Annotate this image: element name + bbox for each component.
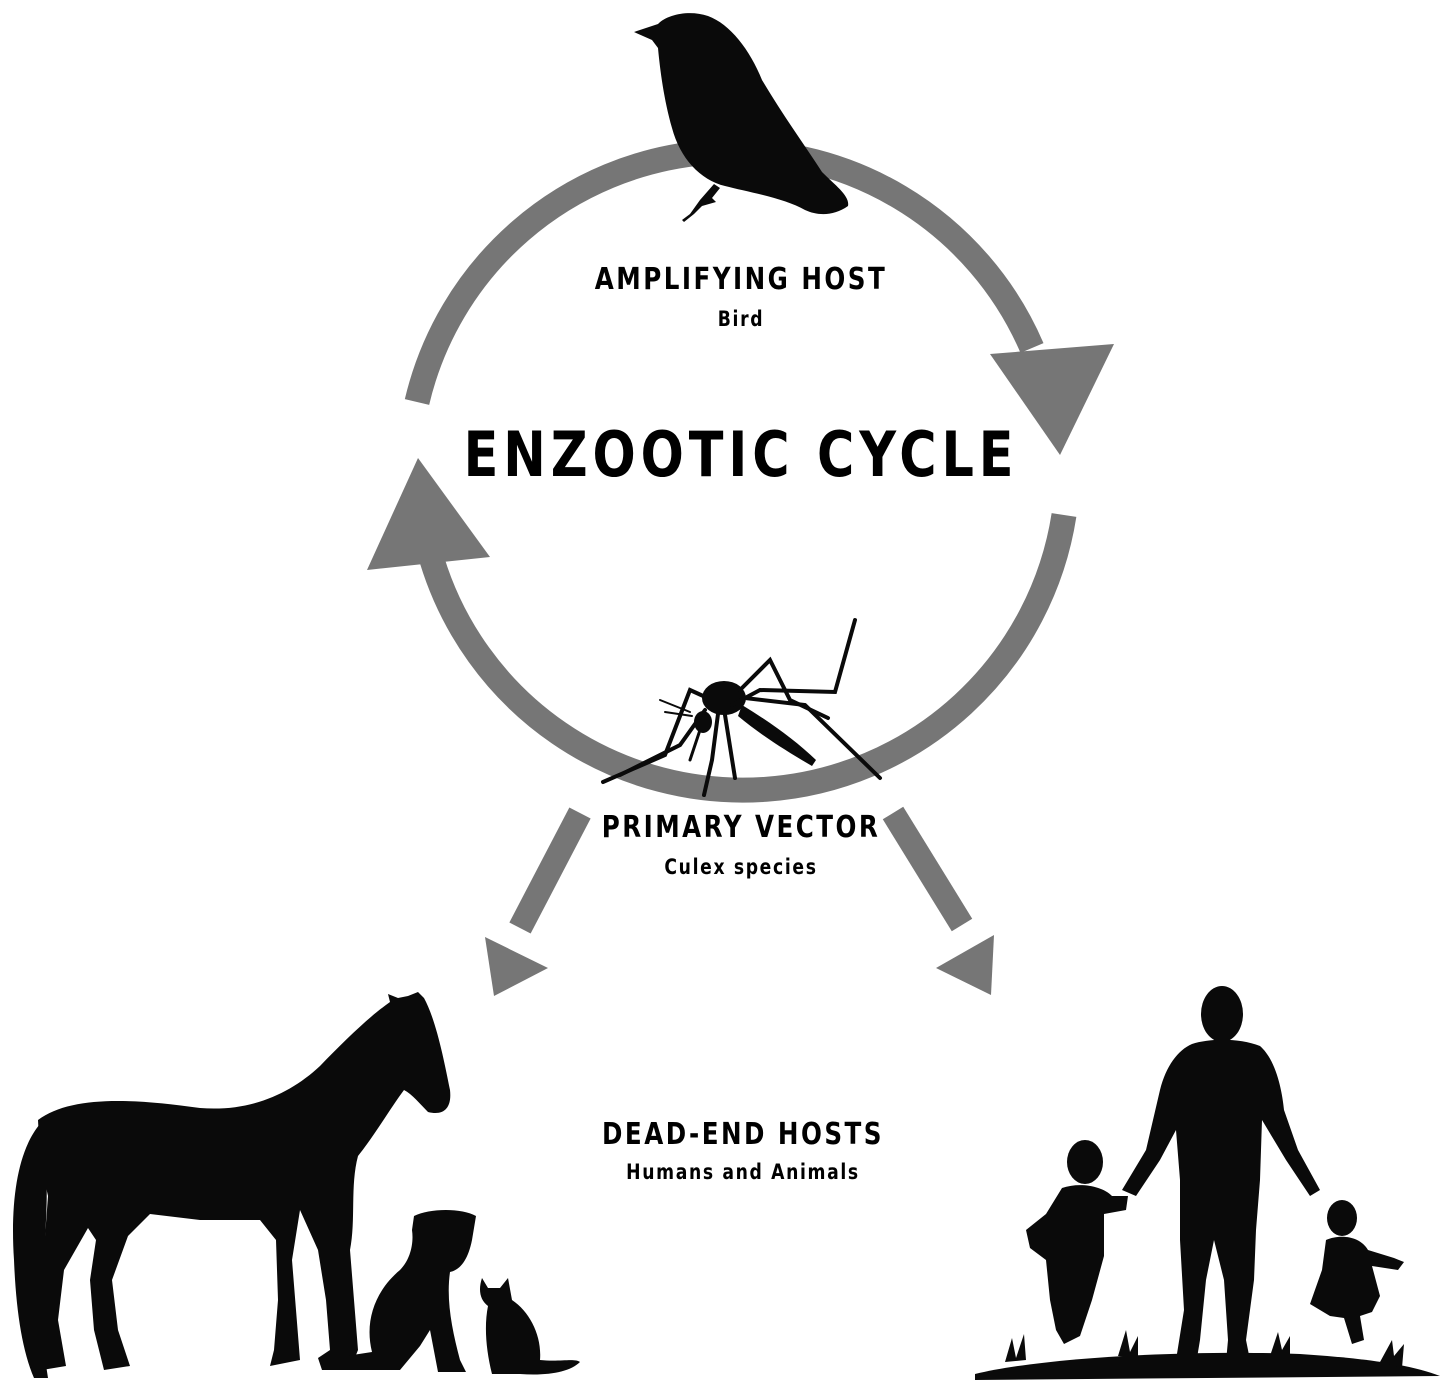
dead-end-hosts-heading: DEAD-END HOSTS <box>602 1117 884 1152</box>
dead-end-hosts-subtitle: Humans and Animals <box>626 1160 860 1184</box>
primary-vector-heading: PRIMARY VECTOR <box>602 810 881 845</box>
diagram-title: ENZOOTIC CYCLE <box>464 418 1019 491</box>
arrow-to-animals <box>485 813 580 996</box>
cycle-arc-right-bottom <box>432 515 1064 790</box>
family-icon <box>975 986 1440 1380</box>
arrow-to-humans <box>893 813 994 995</box>
amplifying-host-heading: AMPLIFYING HOST <box>595 262 887 297</box>
cat-icon <box>480 1278 580 1375</box>
dog-icon <box>340 1210 476 1372</box>
primary-vector-subtitle: Culex species <box>664 855 817 879</box>
bird-icon <box>634 13 848 222</box>
amplifying-host-subtitle: Bird <box>718 307 764 331</box>
